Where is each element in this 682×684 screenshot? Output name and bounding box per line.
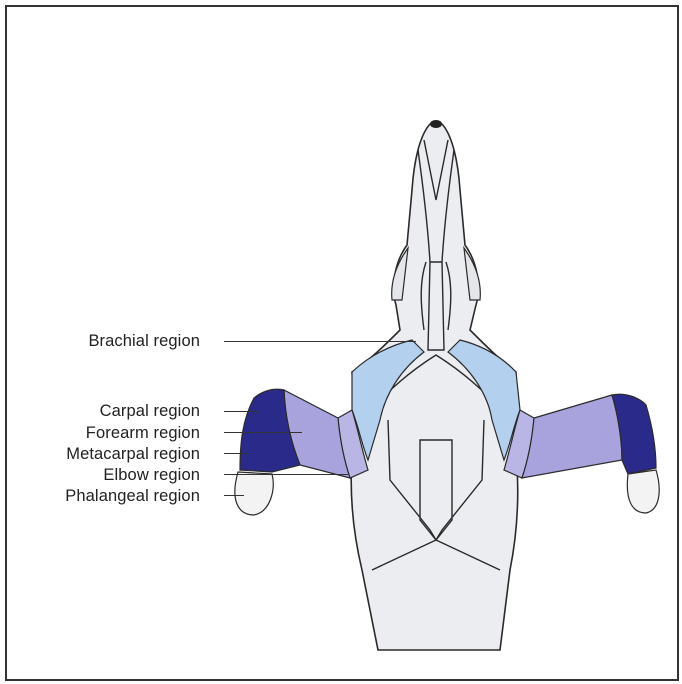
leader-phalangeal xyxy=(224,495,244,496)
label-brachial-region: Brachial region xyxy=(0,332,200,350)
label-metacarpal-region: Metacarpal region xyxy=(0,445,200,463)
nose xyxy=(430,120,442,128)
label-phalangeal-region: Phalangeal region xyxy=(0,487,200,505)
leader-elbow xyxy=(224,474,348,475)
left-paw xyxy=(235,472,273,515)
leader-carpal xyxy=(224,411,260,412)
label-forearm-region: Forearm region xyxy=(0,424,200,442)
leader-brachial xyxy=(224,341,416,342)
right-paw xyxy=(627,470,659,513)
label-carpal-region: Carpal region xyxy=(0,402,200,420)
leader-forearm xyxy=(224,432,302,433)
label-elbow-region: Elbow region xyxy=(0,466,200,484)
leader-metacarpal xyxy=(224,453,250,454)
right-forearm-region xyxy=(522,395,622,478)
